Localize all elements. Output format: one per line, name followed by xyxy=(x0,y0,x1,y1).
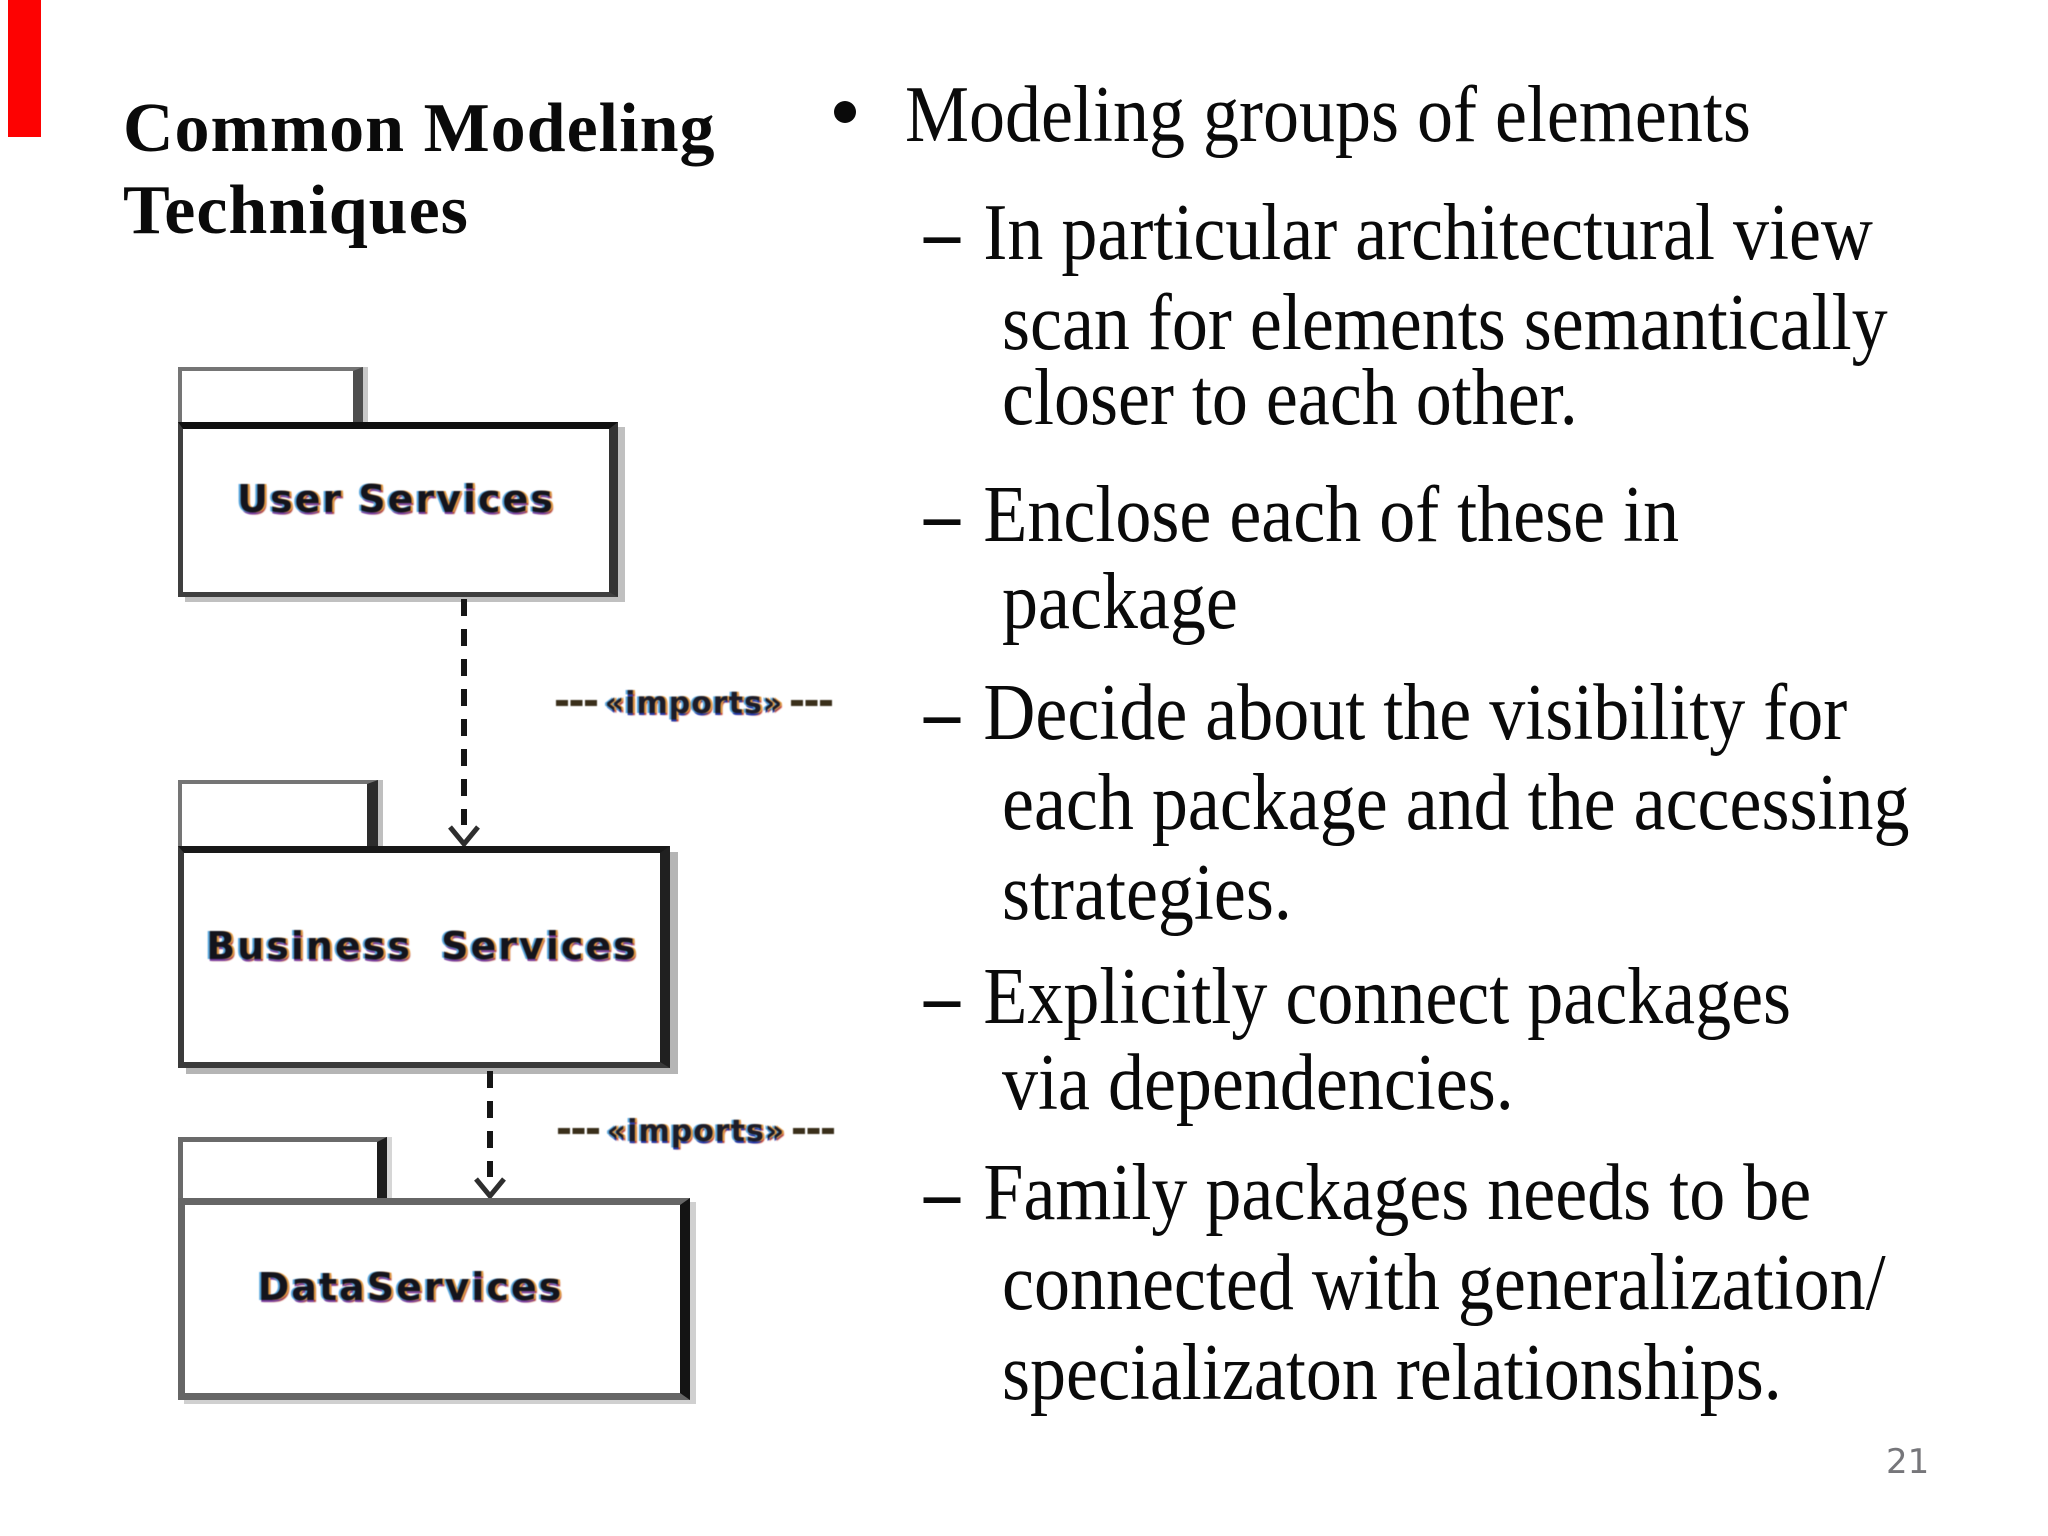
imports-stereotype-1: «imports» xyxy=(556,685,832,721)
package-user-services: User Services xyxy=(178,422,618,597)
slide-title-line1: Common Modeling xyxy=(123,90,716,167)
sub-bullet-3-line-3: strategies. xyxy=(1002,849,1292,937)
imports-stereotype-2: «imports» xyxy=(558,1113,834,1149)
dash-bullet-icon: – xyxy=(924,189,960,277)
dash-decoration xyxy=(793,1128,834,1134)
sub-bullet-3-line-1: –Decide about the visibility for xyxy=(924,673,1847,753)
sub-bullet-text: Decide about the visibility for xyxy=(983,669,1848,757)
sub-bullet-2-line-1: –Enclose each of these in xyxy=(924,475,1679,555)
imports-label: «imports» xyxy=(606,1113,786,1149)
package-data-services: DataServices xyxy=(178,1198,690,1400)
slide-title: Common Modeling Techniques xyxy=(123,88,716,252)
package-tab-data-services xyxy=(178,1137,387,1200)
sub-bullet-text: Enclose each of these in xyxy=(983,471,1680,559)
sub-bullet-1-line-3: closer to each other. xyxy=(1002,354,1578,442)
sub-bullet-2-line-2: package xyxy=(1002,558,1238,646)
package-business-services: Business Services xyxy=(178,846,670,1068)
package-label-data-services: DataServices xyxy=(257,1265,564,1309)
package-tab-user-services xyxy=(178,367,363,422)
bullet-main: Modeling groups of elements xyxy=(905,71,1751,159)
package-label-user-services: User Services xyxy=(237,476,555,521)
package-tab-business-services xyxy=(178,780,378,846)
dash-bullet-icon: – xyxy=(924,471,960,559)
sub-bullet-1-line-1: –In particular architectural view xyxy=(924,193,1873,273)
sub-bullet-text: In particular architectural view xyxy=(983,189,1873,277)
page-number: 21 xyxy=(1886,1442,1930,1482)
package-label-business-services: Business Services xyxy=(206,923,638,968)
slide-title-line2: Techniques xyxy=(123,172,469,249)
sub-bullet-5-line-2: connected with generalization/ xyxy=(1002,1239,1886,1327)
dash-decoration xyxy=(556,700,597,706)
sub-bullet-5-line-3: specializaton relationships. xyxy=(1002,1329,1782,1417)
dash-bullet-icon: – xyxy=(924,1149,960,1237)
dash-decoration xyxy=(791,700,832,706)
sub-bullet-4-line-1: –Explicitly connect packages xyxy=(924,957,1791,1037)
imports-label: «imports» xyxy=(604,685,784,721)
sub-bullet-text: Explicitly connect packages xyxy=(983,953,1792,1041)
dash-decoration xyxy=(558,1128,599,1134)
dash-bullet-icon: – xyxy=(924,953,960,1041)
sub-bullet-5-line-1: –Family packages needs to be xyxy=(924,1153,1811,1233)
sub-bullet-3-line-2: each package and the accessing xyxy=(1002,759,1910,847)
dashed-dependency-arrow-1 xyxy=(448,599,480,847)
sub-bullet-text: Family packages needs to be xyxy=(983,1149,1812,1237)
sub-bullet-1-line-2: scan for elements semantically xyxy=(1002,279,1888,367)
sub-bullet-4-line-2: via dependencies. xyxy=(1002,1039,1514,1127)
red-marker xyxy=(8,0,41,137)
dashed-dependency-arrow-2 xyxy=(474,1071,506,1199)
bullet-icon xyxy=(834,101,856,123)
dash-bullet-icon: – xyxy=(924,669,960,757)
